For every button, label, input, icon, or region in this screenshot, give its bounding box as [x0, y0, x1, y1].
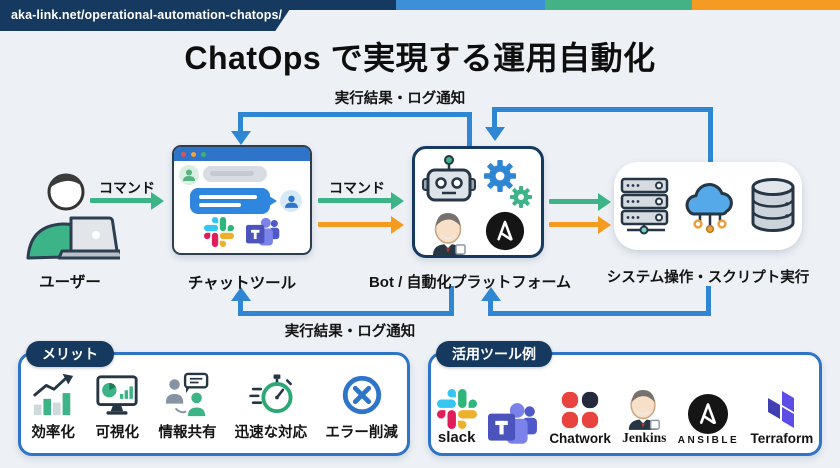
chat-window-body [174, 161, 310, 252]
window-dot-green-icon [201, 151, 206, 157]
teams-logo-small-icon [246, 217, 280, 246]
user-label: ユーザー [39, 274, 101, 291]
server-rack-icon [620, 177, 669, 235]
tools-panel: slack Chatwork [428, 352, 822, 456]
chat-tool-window [172, 145, 312, 255]
system-box [614, 162, 802, 250]
system-label: システム操作・スクリプト実行 [606, 270, 810, 286]
window-dot-red-icon [181, 151, 186, 157]
merit-item: エラー削減 [325, 372, 398, 442]
merit-item: 情報共有 [158, 372, 216, 442]
bot-platform-label: Bot / 自動化プラットフォーム [368, 274, 572, 291]
tool-item: Jenkins [622, 368, 666, 446]
command-label-1: コマンド [99, 180, 155, 196]
command-label-2: コマンド [329, 180, 385, 196]
tool-item: ANSIBLE [678, 368, 739, 446]
arrowhead-up-into-chat-icon [230, 287, 251, 301]
result-arrow-bot-to-system [549, 215, 611, 234]
tool-item-label: ANSIBLE [677, 435, 740, 446]
jenkins-logo [629, 389, 661, 430]
monitor-chart-icon [96, 375, 138, 415]
arrowhead-into-chat-icon [230, 131, 251, 145]
arrowhead-into-bot-icon [484, 127, 505, 141]
merit-item: 可視化 [94, 372, 140, 442]
connector-bot-to-chat-bottom-drop [449, 286, 454, 316]
stopwatch-icon [249, 374, 293, 414]
merit-item: 迅速な対応 [234, 372, 308, 442]
merit-item-label: エラー削減 [325, 425, 398, 441]
error-reduction-icon [342, 375, 381, 415]
connector-bot-to-chat-horizontal [240, 112, 472, 117]
chat-tool-label: チャットツール [187, 275, 297, 292]
chat-avatar-blue-icon [280, 190, 302, 212]
stripe-orange [692, 0, 840, 10]
connector-system-to-bot-bottom-horizontal [490, 311, 711, 316]
result-arrow-chat-to-bot [318, 215, 404, 234]
command-arrow-bot-to-system [549, 192, 611, 211]
merits-header-pill: メリット [26, 341, 114, 367]
tool-item: Terraform [750, 368, 814, 446]
stripe-blue [396, 0, 545, 10]
merit-item-label: 情報共有 [158, 425, 217, 441]
tool-item [487, 368, 538, 446]
ansible-logo [688, 393, 729, 435]
chatwork-logo [561, 391, 599, 429]
chat-avatar-green-icon [179, 165, 199, 185]
stripe-green [545, 0, 692, 10]
database-icon [751, 178, 795, 232]
chat-bubble-incoming [203, 166, 267, 182]
merits-panel: 効率化 可視化 [18, 352, 410, 456]
arrowhead-up-into-bot-icon [480, 287, 501, 301]
share-info-icon [166, 372, 209, 417]
terraform-logo [767, 391, 794, 428]
user-at-laptop-icon [26, 173, 120, 260]
connector-bot-to-chat-riser [467, 112, 472, 146]
result-log-label-top: 実行結果・ログ通知 [334, 91, 466, 107]
tool-item-label: slack [437, 429, 476, 446]
chat-window-titlebar [174, 147, 310, 161]
chat-bubble-outgoing [190, 188, 277, 214]
tool-item-label: Terraform [750, 431, 814, 446]
merit-item-label: 効率化 [31, 425, 75, 441]
tool-item: Chatwork [549, 368, 611, 446]
tool-item: slack [436, 368, 477, 446]
command-arrow-user-to-chat [90, 191, 164, 210]
slack-logo-small-icon [204, 217, 234, 247]
merit-item: 効率化 [30, 372, 76, 442]
tools-header-pill: 活用ツール例 [436, 341, 552, 367]
growth-chart-icon [33, 373, 74, 416]
command-arrow-chat-to-bot [318, 191, 404, 210]
bot-platform-box [412, 146, 544, 258]
slack-logo [436, 389, 477, 429]
connector-system-to-bot-riser [708, 107, 713, 162]
tool-item-label: Jenkins [622, 430, 667, 445]
tool-item-label: Chatwork [549, 431, 611, 446]
connector-bot-to-chat-bottom-horizontal [240, 311, 454, 316]
merit-item-label: 迅速な対応 [234, 425, 308, 441]
connector-system-to-bot-drop [492, 107, 497, 128]
robot-icon [422, 155, 476, 202]
window-dot-orange-icon [191, 151, 196, 157]
connector-bot-to-chat-drop [238, 112, 243, 133]
cloud-network-icon [685, 183, 733, 234]
jenkins-mascot-icon [433, 213, 466, 255]
connector-system-to-bot-bottom-rise [488, 301, 493, 316]
connector-system-to-bot-horizontal [492, 107, 713, 112]
merit-item-label: 可視化 [95, 425, 140, 441]
gears-icon [484, 160, 532, 208]
result-log-label-bottom: 実行結果・ログ通知 [284, 324, 416, 340]
teams-logo [487, 403, 537, 444]
ansible-logo-icon [485, 211, 525, 251]
site-url-banner: aka-link.net/operational-automation-chat… [0, 0, 296, 31]
page-title: ChatOps で実現する運用自動化 [184, 40, 656, 76]
connector-system-to-bot-bottom-drop [706, 286, 711, 316]
connector-bot-to-chat-bottom-rise [238, 301, 243, 316]
